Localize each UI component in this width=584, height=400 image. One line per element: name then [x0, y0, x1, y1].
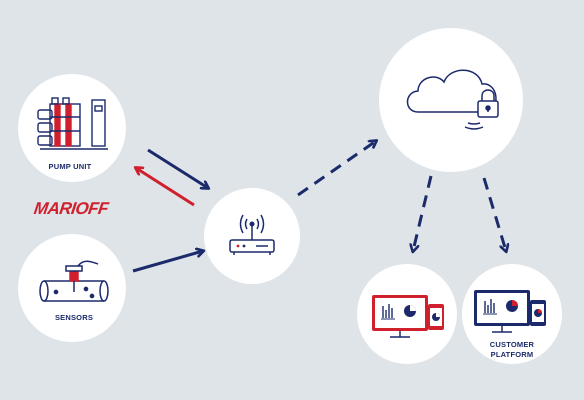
- sensors-label: SENSORS: [54, 313, 94, 322]
- gateway-to-pump-arrow: [136, 168, 195, 207]
- cloud-to-operator-arrow: [413, 175, 433, 251]
- red-dashboard-devices-icon: [372, 295, 444, 338]
- customer-platform-label: CUSTOMER PLATFORM: [489, 340, 535, 359]
- pump-unit-label: PUMP UNIT: [48, 162, 92, 171]
- marioff-logo: MARIOFF: [32, 199, 110, 218]
- gateway-to-cloud-arrow: [297, 141, 376, 197]
- sensor-pipe-icon: [39, 260, 109, 302]
- wireless-router-icon: [229, 214, 275, 255]
- pump-to-gateway-arrow: [147, 148, 208, 188]
- sensors-to-gateway-arrow: [132, 251, 203, 273]
- sensors-node: [18, 234, 126, 342]
- navy-dashboard-devices-icon: [474, 290, 546, 333]
- cloud-lock-icon: [406, 69, 499, 130]
- pump-unit-icon: [37, 97, 108, 150]
- cloud-to-customer-arrow: [482, 177, 506, 251]
